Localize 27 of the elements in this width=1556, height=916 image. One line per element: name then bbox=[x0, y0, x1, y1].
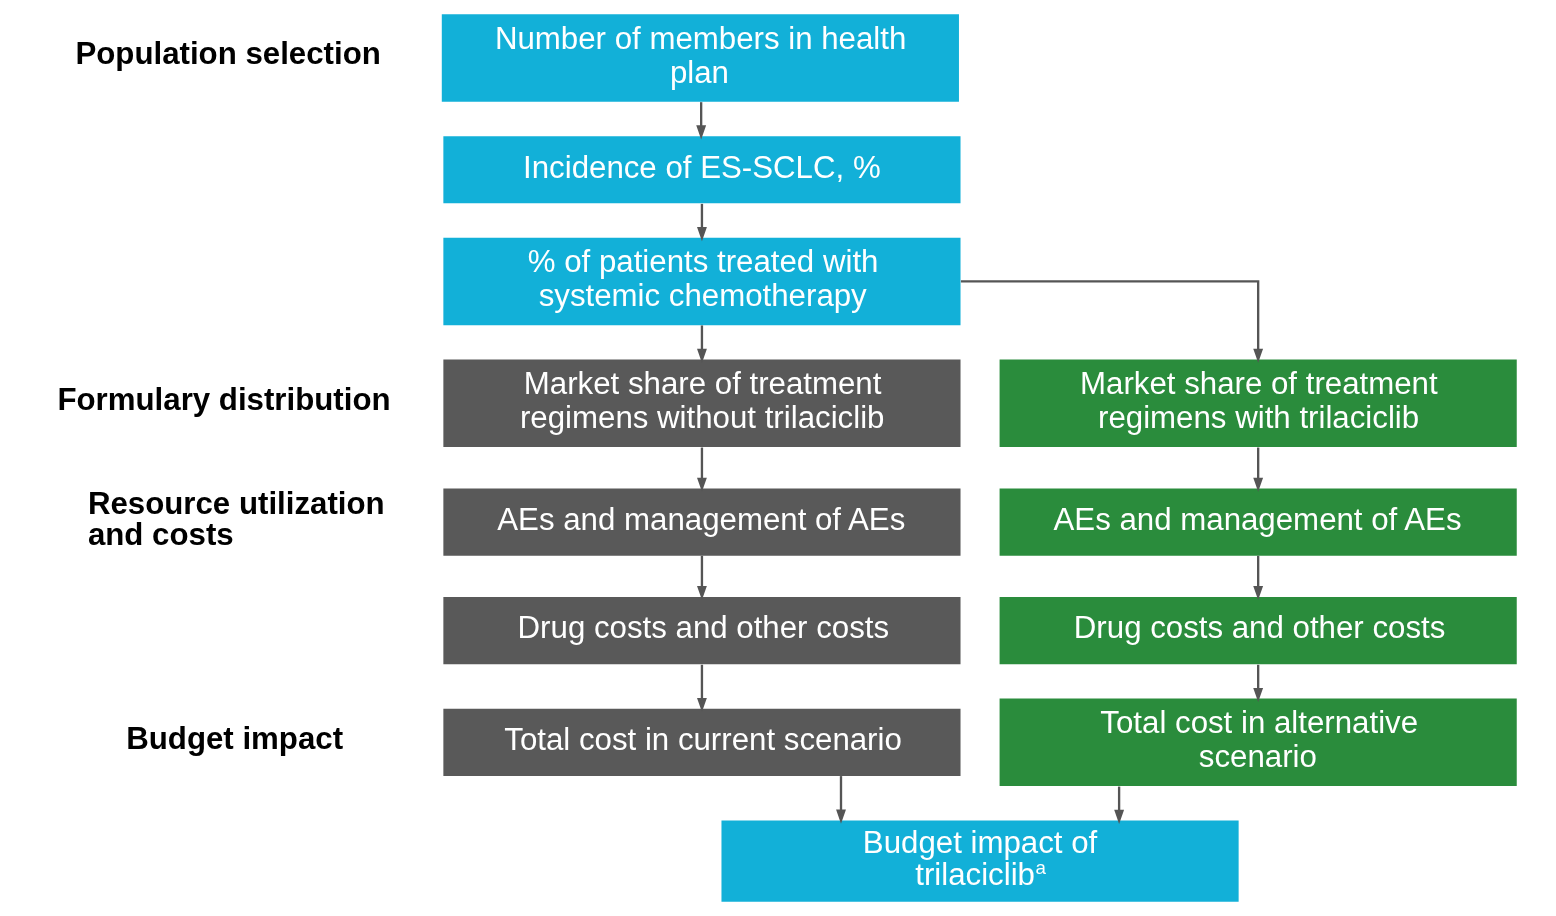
arrow bbox=[696, 325, 707, 363]
node-box: Total cost in current scenario bbox=[442, 708, 960, 776]
node-box: % of patients treated with systemic chemotherapy bbox=[442, 237, 960, 326]
label: Resource utilization and costs bbox=[87, 486, 385, 553]
node-box: Market share of treatment regimens without trilaciclib bbox=[442, 359, 960, 448]
label: Formulary distribution bbox=[56, 381, 391, 417]
label: Population selection bbox=[74, 36, 381, 72]
arrow bbox=[696, 447, 707, 492]
arrow bbox=[695, 102, 706, 140]
node-box: Market share of treatment regimens with trilaciclib bbox=[999, 359, 1517, 448]
node-box: AEs and management of AEs bbox=[999, 488, 1517, 556]
arrow bbox=[1252, 447, 1263, 492]
node-box: Number of members in health plan bbox=[441, 14, 959, 102]
node-box: Drug costs and other costs bbox=[442, 597, 960, 665]
arrow bbox=[1113, 786, 1124, 824]
node-box: Incidence of ES-SCLC, % bbox=[442, 136, 960, 204]
arrow bbox=[835, 776, 846, 824]
node-box: Total cost in alternative scenario bbox=[999, 698, 1517, 787]
arrow bbox=[696, 203, 707, 242]
arrow bbox=[696, 664, 707, 712]
node-box: AEs and management of AEs bbox=[442, 488, 960, 556]
arrow bbox=[960, 280, 1263, 363]
arrow bbox=[1252, 664, 1263, 703]
node-box: Budget impact of trilaciclib$^{a}$ bbox=[720, 820, 1239, 902]
arrow bbox=[1252, 555, 1263, 601]
node-box: Drug costs and other costs bbox=[999, 597, 1517, 665]
label: Budget impact bbox=[125, 720, 343, 756]
